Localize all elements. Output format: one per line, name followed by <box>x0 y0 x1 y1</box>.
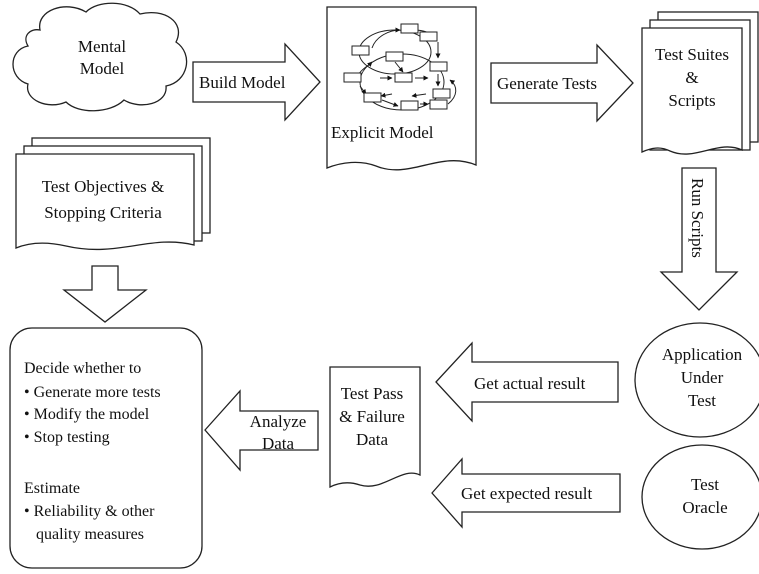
pass-failure-line-3: Data <box>356 430 389 449</box>
test-objectives-document: Test Objectives & Stopping Criteria <box>15 137 211 251</box>
application-line-2: Under <box>681 368 724 387</box>
application-under-test-ellipse: Application Under Test <box>634 322 759 438</box>
run-scripts-arrow: Run Scripts <box>659 167 739 311</box>
state-node <box>400 100 419 111</box>
test-objectives-line-2: Stopping Criteria <box>44 203 162 222</box>
test-suites-line-2: & <box>685 68 698 87</box>
application-line-1: Application <box>662 345 743 364</box>
decide-option-modify: • Modify the model <box>24 406 150 423</box>
state-node <box>419 31 438 42</box>
state-node <box>343 72 362 83</box>
estimate-heading: Estimate <box>24 480 80 497</box>
state-node <box>432 88 451 99</box>
state-node <box>400 23 419 34</box>
state-node <box>429 61 448 72</box>
generate-tests-label: Generate Tests <box>497 74 597 93</box>
state-node <box>385 51 404 62</box>
get-expected-label: Get expected result <box>461 484 592 503</box>
decide-box: Decide whether to • Generate more tests … <box>9 327 203 569</box>
mental-model-line-2: Model <box>80 59 125 78</box>
explicit-model-label: Explicit Model <box>331 123 434 142</box>
run-scripts-label: Run Scripts <box>688 178 707 258</box>
test-suites-line-1: Test Suites <box>655 45 729 64</box>
analyze-data-line-2: Data <box>262 434 295 453</box>
build-model-arrow: Build Model <box>192 42 321 122</box>
down-arrow-objectives <box>62 265 148 323</box>
decide-heading: Decide whether to <box>24 360 141 377</box>
decide-option-generate: • Generate more tests <box>24 384 161 401</box>
get-actual-label: Get actual result <box>474 374 586 393</box>
estimate-item-quality: quality measures <box>36 526 144 543</box>
build-model-label: Build Model <box>199 73 286 92</box>
mental-model-line-1: Mental <box>78 37 126 56</box>
pass-failure-line-1: Test Pass <box>341 384 404 403</box>
state-node <box>429 99 448 110</box>
get-expected-result-arrow: Get expected result <box>431 457 621 529</box>
explicit-model-document: Explicit Model <box>326 6 477 171</box>
mental-model-cloud: Mental Model <box>12 2 188 112</box>
state-node <box>351 45 370 56</box>
state-node <box>363 92 382 103</box>
analyze-data-arrow: Analyze Data <box>204 389 319 472</box>
pass-failure-document: Test Pass & Failure Data <box>329 366 421 489</box>
test-oracle-ellipse: Test Oracle <box>641 444 759 550</box>
pass-failure-line-2: & Failure <box>339 407 405 426</box>
state-machine-graphic <box>343 23 457 111</box>
test-suites-line-3: Scripts <box>668 91 715 110</box>
get-actual-result-arrow: Get actual result <box>435 341 619 423</box>
test-oracle-line-2: Oracle <box>682 498 727 517</box>
test-objectives-line-1: Test Objectives & <box>42 177 165 196</box>
analyze-data-line-1: Analyze <box>250 412 307 431</box>
test-suites-document: Test Suites & Scripts <box>641 11 759 155</box>
generate-tests-arrow: Generate Tests <box>490 43 634 123</box>
estimate-item-reliability: • Reliability & other <box>24 503 155 520</box>
application-line-3: Test <box>688 391 716 410</box>
state-node <box>394 72 413 83</box>
decide-option-stop: • Stop testing <box>24 429 110 446</box>
test-oracle-line-1: Test <box>691 475 719 494</box>
